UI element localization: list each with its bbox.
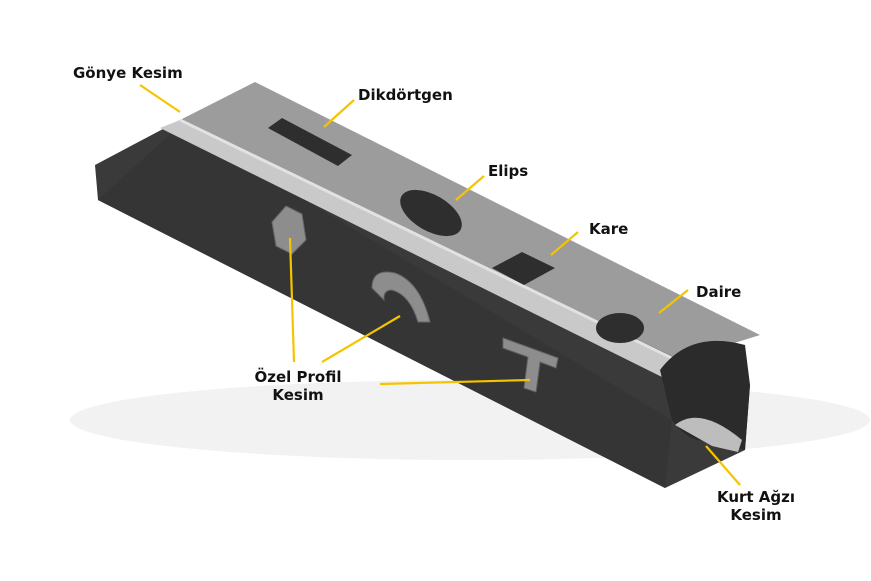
hook-cutout (371, 271, 431, 323)
label-ozel-line2: Kesim (272, 386, 324, 404)
fishmouth-cut (675, 417, 742, 452)
top-edge-highlight (179, 118, 681, 364)
label-kurt-line2: Kesim (730, 506, 782, 524)
leader-ozel-hook (321, 315, 401, 363)
label-dikdortgen: Dikdörtgen (358, 86, 453, 104)
leader-ozel-hex (288, 237, 296, 363)
label-kurt-agzi-kesim: Kurt Ağzı Kesim (706, 488, 806, 524)
label-ozel-line1: Özel Profil (254, 368, 342, 386)
leader-gonye (139, 84, 181, 113)
ellipse-hole (400, 189, 462, 237)
front-face (98, 125, 672, 488)
inner-bevel (160, 120, 680, 380)
leader-lines (139, 84, 741, 486)
rectangle-hole (268, 118, 352, 166)
leader-kare (550, 231, 579, 256)
hexagon-cutout (271, 205, 307, 255)
label-kare: Kare (589, 220, 629, 238)
leader-kurt (705, 445, 741, 486)
leader-elips (455, 175, 485, 201)
leader-dikdortgen (323, 99, 355, 128)
circle-hole (596, 313, 644, 343)
label-kurt-line1: Kurt Ağzı (716, 488, 796, 506)
label-daire: Daire (696, 283, 742, 301)
leader-ozel-t (379, 378, 531, 386)
t-cutout (502, 337, 559, 393)
label-ozel-profil-kesim: Özel Profil Kesim (248, 368, 348, 404)
label-elips: Elips (488, 162, 529, 180)
label-gonye-kesim: Gönye Kesim (73, 64, 183, 82)
leader-daire (658, 289, 689, 314)
square-hole (492, 252, 555, 285)
ground-shadow (70, 380, 870, 460)
